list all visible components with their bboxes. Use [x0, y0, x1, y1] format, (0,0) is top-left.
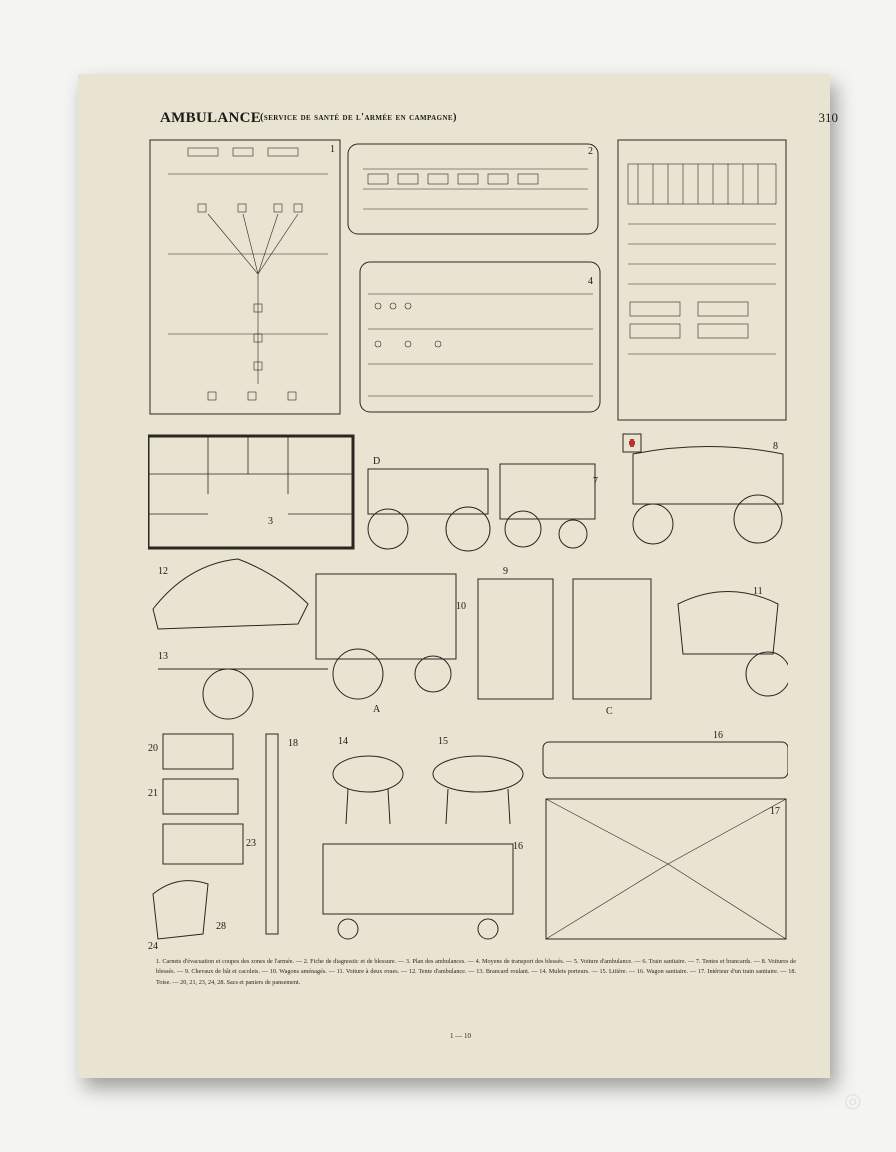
fig-label: 15 — [438, 736, 448, 747]
fig12-tent — [152, 558, 309, 630]
fig-label: 8 — [773, 441, 778, 452]
page-title: AMBULANCE — [160, 110, 262, 126]
fig-label: 13 — [158, 651, 168, 662]
fig-right-table — [617, 139, 787, 421]
fig-label: 14 — [338, 736, 348, 747]
fig17-train-interior — [545, 798, 787, 940]
fig1-chart — [149, 139, 341, 415]
page-header: AMBULANCE (service de santé de l'armée e… — [160, 110, 838, 130]
fig18-measuring-rod — [265, 733, 279, 935]
fig4-wagon-plans — [359, 261, 601, 413]
document-page: AMBULANCE (service de santé de l'armée e… — [78, 74, 838, 1078]
fig15-litter-mule — [432, 755, 524, 825]
fig23-kit-box — [162, 823, 244, 865]
page-number: 310 — [818, 110, 839, 125]
fig-label: 2 — [588, 146, 593, 157]
fig-label: 23 — [246, 838, 256, 849]
fig16-hospital-wagon — [322, 843, 514, 940]
fig-label: 11 — [753, 586, 763, 597]
fig-label: 17 — [770, 806, 780, 817]
fig-label: 20 — [148, 743, 158, 754]
fig-label: 28 — [216, 921, 226, 932]
fig-label: 1 — [330, 144, 335, 155]
fig-label: 18 — [288, 738, 298, 749]
fig-label: 16 — [713, 730, 723, 741]
eye-icon: ◎ — [844, 1088, 862, 1112]
fig10-wagon-interior-a — [477, 578, 554, 700]
illustration-plate: 1 2 4 3 D 7 8 12 13 A 9 10 C 11 20 21 23… — [148, 139, 788, 952]
fig10-wagon-interior-b — [572, 578, 652, 700]
fig-label: 12 — [158, 566, 168, 577]
fig13-wheeled-stretcher — [158, 668, 328, 720]
fig14-mules — [332, 755, 404, 825]
fig20-kit-box — [162, 733, 234, 770]
fig-label: 24 — [148, 941, 158, 952]
fig-label: 3 — [268, 516, 273, 527]
fig-label: C — [606, 706, 613, 717]
fig-label: 16 — [513, 841, 523, 852]
fig21-kit-box — [162, 778, 239, 815]
fig24-bag — [152, 880, 209, 940]
fig16-berth-plan — [542, 741, 788, 779]
fig2-train-scheme — [347, 143, 599, 235]
fig-label: 10 — [456, 601, 466, 612]
fig3-building-plan — [148, 434, 355, 550]
fig-label: 21 — [148, 788, 158, 799]
fig-label: 7 — [593, 476, 598, 487]
page-subtitle: (service de santé de l'armée en campagne… — [260, 112, 457, 123]
footer-mark: 1 — 10 — [450, 1032, 471, 1040]
fig-ambulance-wagons — [367, 433, 784, 552]
fig-label: A — [373, 704, 381, 715]
fig-label: D — [373, 456, 380, 467]
fig-ambulance-cart — [315, 573, 457, 700]
fig-label: 4 — [588, 276, 593, 287]
fig11-covered-cart — [677, 591, 788, 697]
plate-caption: 1. Carnets d'évacuation et coupes des zo… — [156, 958, 796, 986]
fig-label: 9 — [503, 566, 508, 577]
